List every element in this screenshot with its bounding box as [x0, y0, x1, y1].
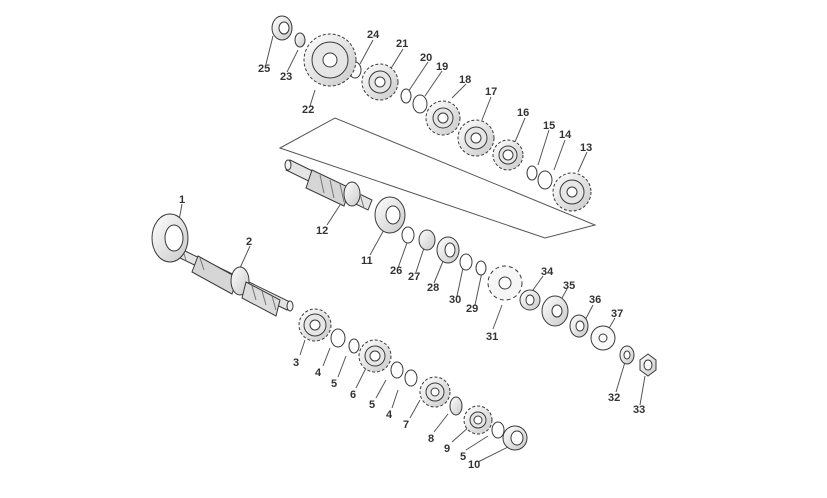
washers-and-bearings: [151, 15, 657, 451]
callout-11: 11: [361, 255, 373, 267]
callout-5-third: 5: [460, 451, 466, 463]
callout-15: 15: [543, 120, 555, 132]
callout-26: 26: [390, 265, 402, 277]
callout-18: 18: [459, 74, 471, 86]
callout-3: 3: [293, 357, 299, 369]
callout-16: 16: [517, 107, 529, 119]
callout-4-second: 4: [386, 409, 393, 421]
callout-35: 35: [563, 280, 575, 292]
callout-19: 19: [436, 61, 448, 73]
callout-24: 24: [367, 29, 380, 41]
callout-5-second: 5: [369, 399, 375, 411]
callout-8: 8: [428, 433, 434, 445]
lower-shaft: [179, 247, 294, 317]
callout-21: 21: [396, 38, 408, 50]
gears: [298, 33, 592, 435]
upper-assembly-frame: [278, 117, 597, 239]
callout-10: 10: [468, 459, 480, 471]
callout-4: 4: [315, 367, 322, 379]
upper-shaft: [284, 159, 373, 211]
callout-14: 14: [559, 129, 572, 141]
callout-13: 13: [580, 142, 592, 154]
callout-6: 6: [350, 389, 356, 401]
callout-2: 2: [246, 236, 252, 248]
callout-17: 17: [485, 86, 497, 98]
callout-27: 27: [408, 271, 420, 283]
callout-labels: 1 2 3 4 5 6 5 4 7 8 9 5 10 11 12 13 14 1…: [179, 29, 645, 471]
callout-23: 23: [280, 71, 292, 83]
callout-30: 30: [449, 294, 461, 306]
leader-lines: [177, 35, 646, 463]
callout-20: 20: [420, 52, 432, 64]
callout-29: 29: [466, 303, 478, 315]
callout-34: 34: [541, 266, 554, 278]
callout-25: 25: [258, 63, 270, 75]
callout-7: 7: [403, 419, 409, 431]
callout-28: 28: [427, 282, 439, 294]
callout-37: 37: [611, 308, 623, 320]
callout-32: 32: [608, 392, 620, 404]
callout-33: 33: [633, 404, 645, 416]
callout-22: 22: [302, 104, 314, 116]
callout-31: 31: [486, 331, 498, 343]
callout-12: 12: [316, 225, 328, 237]
callout-1: 1: [179, 194, 185, 206]
callout-36: 36: [589, 294, 601, 306]
callout-9: 9: [444, 443, 450, 455]
callout-5: 5: [331, 378, 337, 390]
